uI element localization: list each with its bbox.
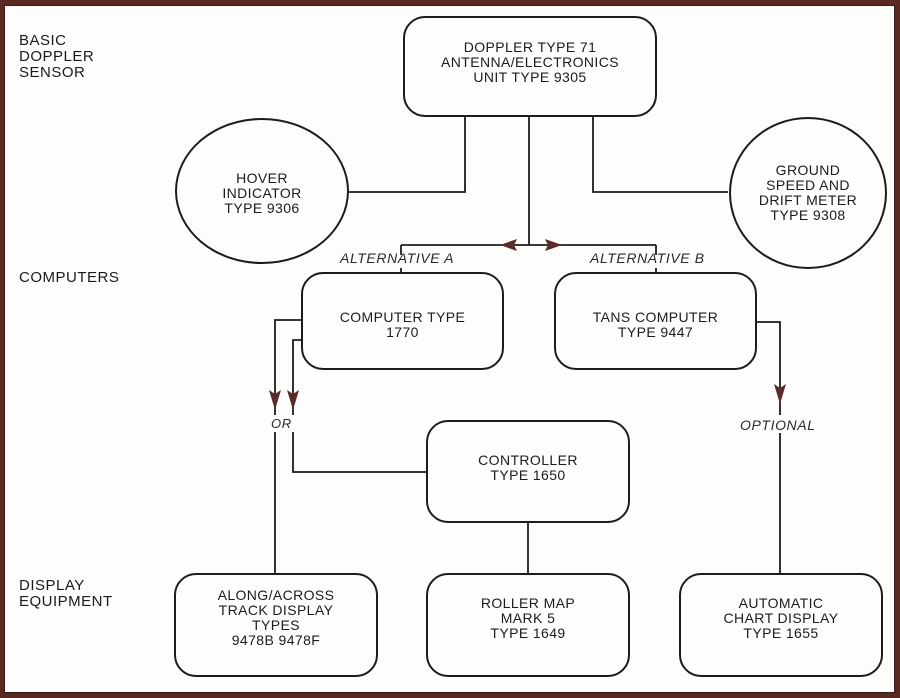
connector-doppler-hover <box>348 116 466 193</box>
arrow-right-alt-b <box>545 239 562 251</box>
section-label-sensor: BASIC DOPPLER SENSOR <box>19 32 95 81</box>
arrow-down-display <box>269 390 281 410</box>
label-alternative-a: ALTERNATIVE A <box>340 250 455 266</box>
label-alternative-b: ALTERNATIVE B <box>590 250 705 266</box>
label-or: OR <box>271 416 292 431</box>
connector-or-right-lower <box>292 432 428 473</box>
connector-tans-optional <box>756 321 781 415</box>
arrow-down-controller <box>287 390 299 410</box>
section-label-computers: COMPUTERS <box>19 269 120 286</box>
arrow-left-alt-a <box>500 239 517 251</box>
node-doppler-unit: DOPPLER TYPE 71 ANTENNA/ELECTRONICS UNIT… <box>403 16 657 117</box>
connector-1770-to-display <box>274 319 302 415</box>
node-ground-speed-meter: GROUND SPEED AND DRIFT METER TYPE 9308 <box>729 117 887 269</box>
node-along-across-display: ALONG/ACROSS TRACK DISPLAY TYPES 9478B 9… <box>174 573 378 677</box>
node-roller-map: ROLLER MAP MARK 5 TYPE 1649 <box>426 573 630 677</box>
label-optional: OPTIONAL <box>740 417 816 433</box>
section-label-display: DISPLAY EQUIPMENT <box>19 577 113 610</box>
node-computer-1770: COMPUTER TYPE 1770 <box>301 272 504 370</box>
connector-1770-to-controller <box>292 339 302 415</box>
node-chart-display: AUTOMATIC CHART DISPLAY TYPE 1655 <box>679 573 883 677</box>
connector-doppler-groundspeed <box>592 116 728 193</box>
node-tans-computer: TANS COMPUTER TYPE 9447 <box>554 272 757 370</box>
node-controller: CONTROLLER TYPE 1650 <box>426 420 630 523</box>
node-hover-indicator: HOVER INDICATOR TYPE 9306 <box>175 118 349 264</box>
arrow-down-optional <box>774 384 786 404</box>
